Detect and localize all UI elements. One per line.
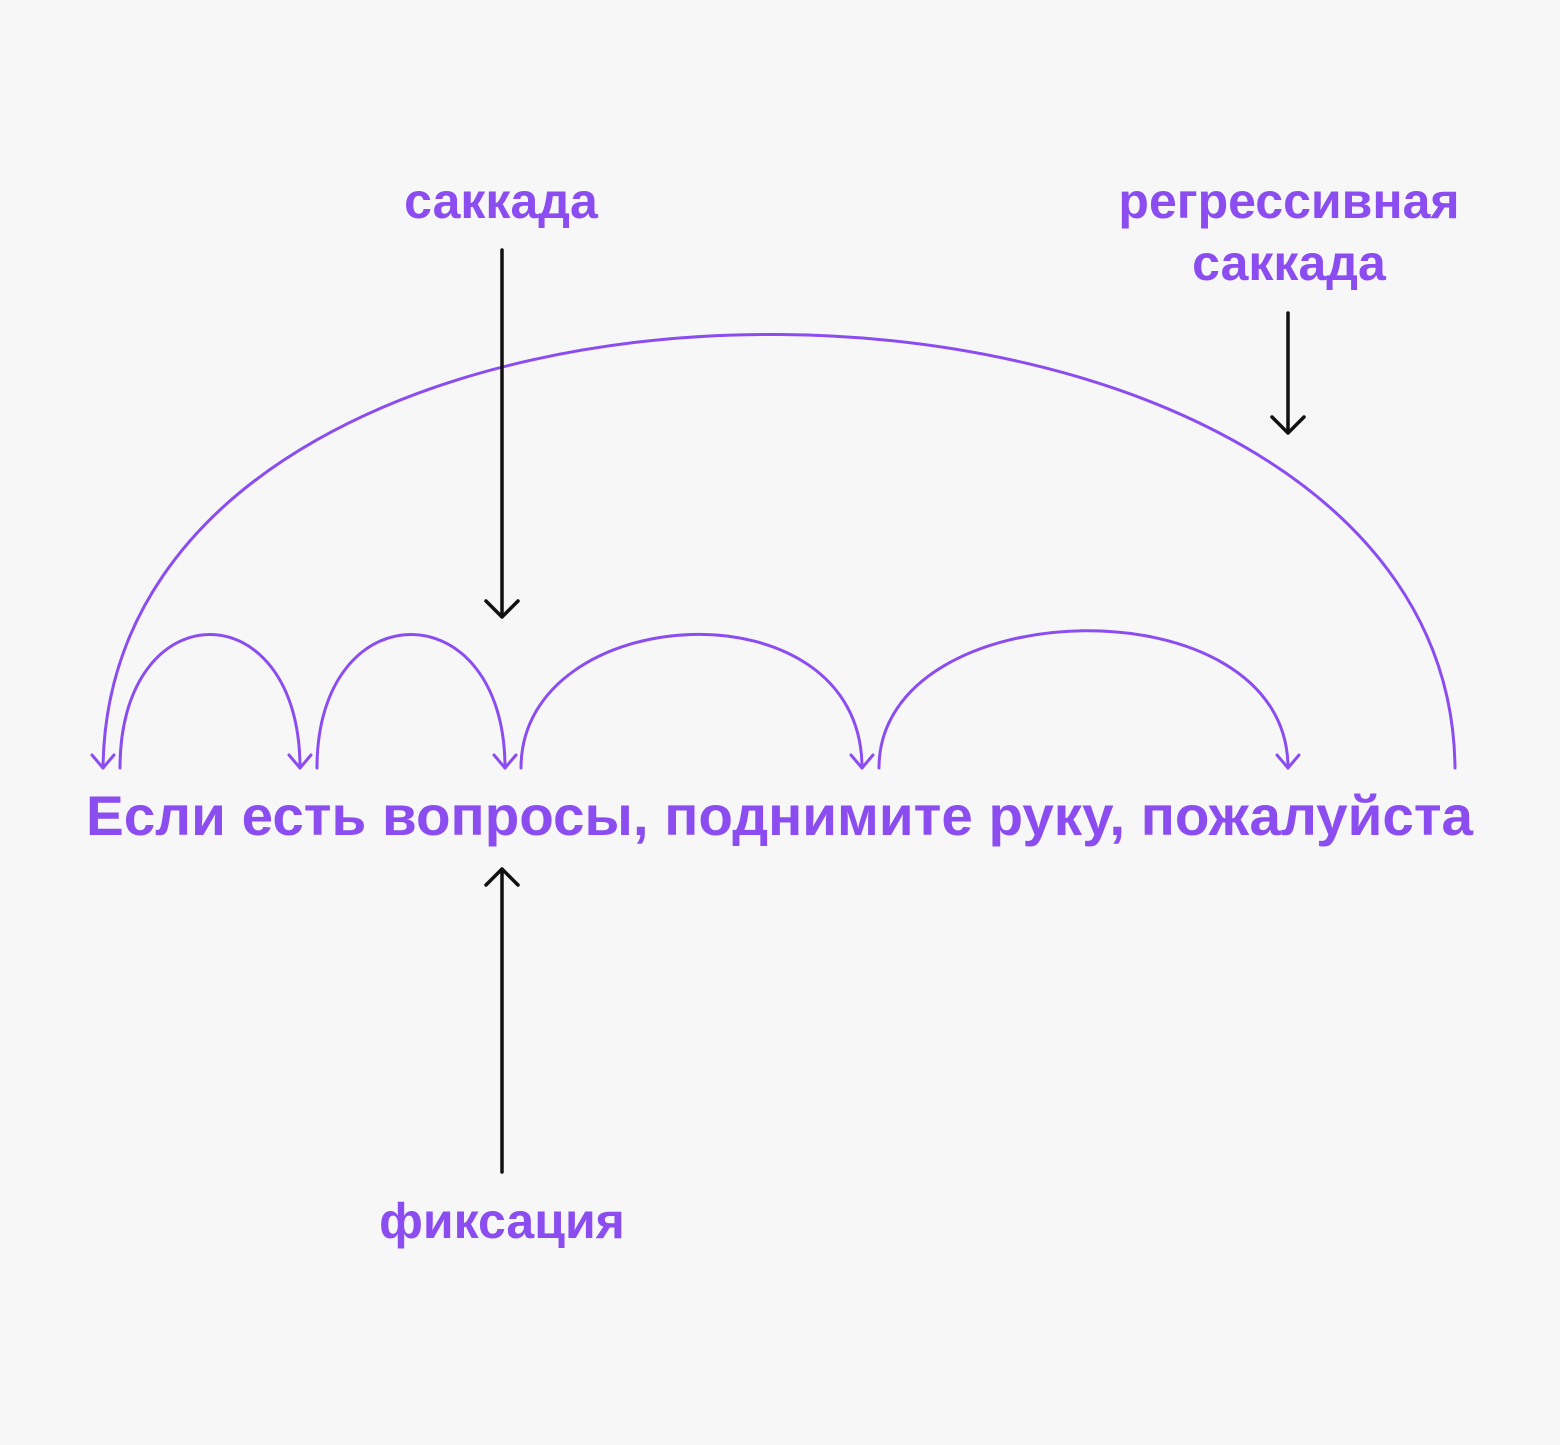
arrow-up-icon	[484, 867, 520, 887]
saccade-arc-2	[315, 633, 518, 770]
saccade-arc-1	[118, 633, 313, 770]
arrowhead-icon	[90, 753, 116, 770]
saccade-arc-4	[877, 629, 1301, 770]
fixation-pointer-arrow	[484, 867, 520, 1174]
sentence-text: Если есть вопросы, поднимите руку, пожал…	[86, 784, 1474, 847]
arrow-down-icon	[484, 599, 520, 619]
arrowhead-icon	[849, 753, 875, 770]
saccade-arc-3	[519, 632, 875, 770]
label-regressive-line1: регрессивная	[1118, 173, 1459, 229]
arrowhead-icon	[492, 753, 518, 770]
saccade-pointer-arrow	[484, 248, 520, 619]
regressive-pointer-arrow	[1270, 311, 1306, 435]
arrowhead-icon	[287, 753, 313, 770]
label-saccade: саккада	[404, 173, 599, 229]
label-regressive-line2: саккада	[1192, 235, 1387, 291]
arrowhead-icon	[1275, 753, 1301, 770]
regressive-saccade-arc	[90, 333, 1457, 770]
arrow-down-icon	[1270, 415, 1306, 435]
label-fixation: фиксация	[379, 1193, 625, 1249]
